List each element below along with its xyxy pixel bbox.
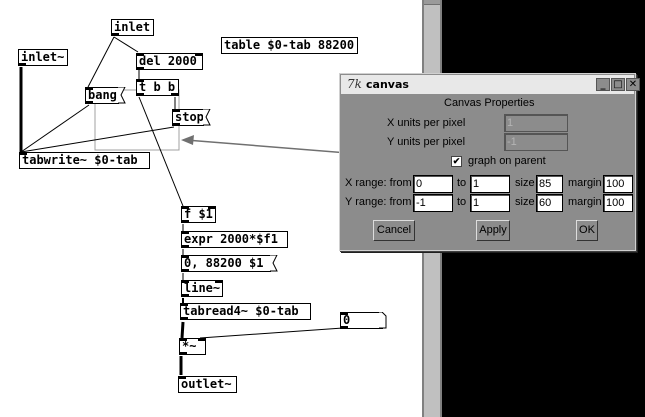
object-label: 0, 88200 $1 [184, 256, 264, 270]
scrollbar-thumb[interactable] [424, 0, 440, 5]
wire [20, 104, 90, 153]
object-label: line~ [184, 281, 221, 295]
object-label: table $0-tab 88200 [224, 38, 355, 52]
signal-inlet-object[interactable]: inlet~ [18, 49, 68, 66]
line-object[interactable]: line~ [181, 280, 223, 297]
stop-message[interactable]: stop [172, 109, 211, 126]
object-label: t b b [139, 80, 176, 94]
minimize-button[interactable]: _ [596, 78, 610, 91]
object-label: outlet~ [181, 377, 232, 391]
x-units-field[interactable]: 1 [504, 114, 568, 132]
object-label: inlet~ [21, 50, 65, 64]
y-to-field[interactable]: 1 [470, 194, 510, 212]
checkmark-icon: ✔ [452, 156, 461, 166]
maximize-button[interactable]: □ [611, 78, 625, 91]
dialog-titlebar[interactable]: 7k canvas _ □ ✕ [341, 75, 640, 94]
object-label: f $1 [184, 207, 213, 221]
message-flag-icon [203, 109, 211, 126]
arrow-head-icon [181, 135, 194, 145]
number-value: 0 [343, 313, 351, 327]
y-units-label: Y units per pixel [387, 136, 466, 148]
line-message[interactable]: 0, 88200 $1 [181, 255, 278, 272]
y-from-field[interactable]: -1 [413, 194, 453, 212]
object-label: *~ [182, 339, 197, 353]
delay-object[interactable]: del 2000 [136, 53, 203, 70]
number-corner-icon [379, 312, 387, 329]
wire [199, 327, 344, 339]
tabread4-object[interactable]: tabread4~ $0-tab [180, 303, 311, 320]
inlet-object[interactable]: inlet [111, 19, 154, 36]
object-label: tabread4~ $0-tab [183, 304, 299, 318]
object-label: bang [88, 88, 117, 102]
object-label: inlet [114, 20, 151, 34]
y-margin-field[interactable]: 100 [603, 194, 633, 212]
x-margin-label: margin [568, 177, 602, 189]
apply-button[interactable]: Apply [476, 220, 510, 241]
tk-icon: 7k [347, 77, 362, 91]
x-to-label: to [457, 177, 467, 189]
ok-button[interactable]: OK [576, 220, 598, 241]
close-button[interactable]: ✕ [626, 78, 640, 91]
object-label: del 2000 [139, 54, 197, 68]
object-label: tabwrite~ $0-tab [22, 153, 138, 167]
wire [180, 321, 185, 339]
y-size-label: size [515, 196, 535, 208]
y-margin-label: margin [568, 196, 602, 208]
wire [113, 36, 139, 53]
dialog-heading: Canvas Properties [444, 97, 535, 109]
x-size-field[interactable]: 85 [536, 175, 563, 193]
object-label: stop [175, 110, 204, 124]
object-label: expr 2000*$f1 [184, 232, 278, 246]
trigger-object[interactable]: t b b [136, 79, 179, 96]
tabwrite-object[interactable]: tabwrite~ $0-tab [19, 152, 150, 169]
graph-on-parent-label: graph on parent [468, 155, 546, 167]
bang-message[interactable]: bang [85, 87, 126, 104]
multiply-signal-object[interactable]: *~ [179, 338, 206, 355]
y-size-field[interactable]: 60 [536, 194, 563, 212]
x-units-label: X units per pixel [387, 117, 466, 129]
y-range-label: Y range: from [345, 196, 412, 208]
message-flag-icon [118, 87, 126, 104]
graph-on-parent-checkbox[interactable]: ✔ [451, 156, 462, 167]
number-box[interactable]: 0 [340, 312, 387, 329]
x-size-label: size [515, 177, 535, 189]
x-margin-field[interactable]: 100 [603, 175, 633, 193]
canvas-properties-dialog: 7k canvas _ □ ✕ Canvas Properties X unit… [339, 73, 640, 251]
x-to-field[interactable]: 1 [470, 175, 510, 193]
cancel-button[interactable]: Cancel [373, 220, 415, 241]
outlet-object[interactable]: outlet~ [178, 376, 237, 393]
y-to-label: to [457, 196, 467, 208]
message-flag-icon [270, 255, 278, 272]
expr-object[interactable]: expr 2000*$f1 [181, 231, 288, 248]
wire [87, 36, 115, 88]
x-from-field[interactable]: 0 [413, 175, 453, 193]
wire [20, 126, 175, 153]
y-units-field[interactable]: -1 [504, 133, 568, 151]
x-range-label: X range: from [345, 177, 412, 189]
dialog-title: canvas [366, 78, 409, 91]
table-object[interactable]: table $0-tab 88200 [221, 37, 358, 54]
float-object[interactable]: f $1 [181, 206, 216, 223]
